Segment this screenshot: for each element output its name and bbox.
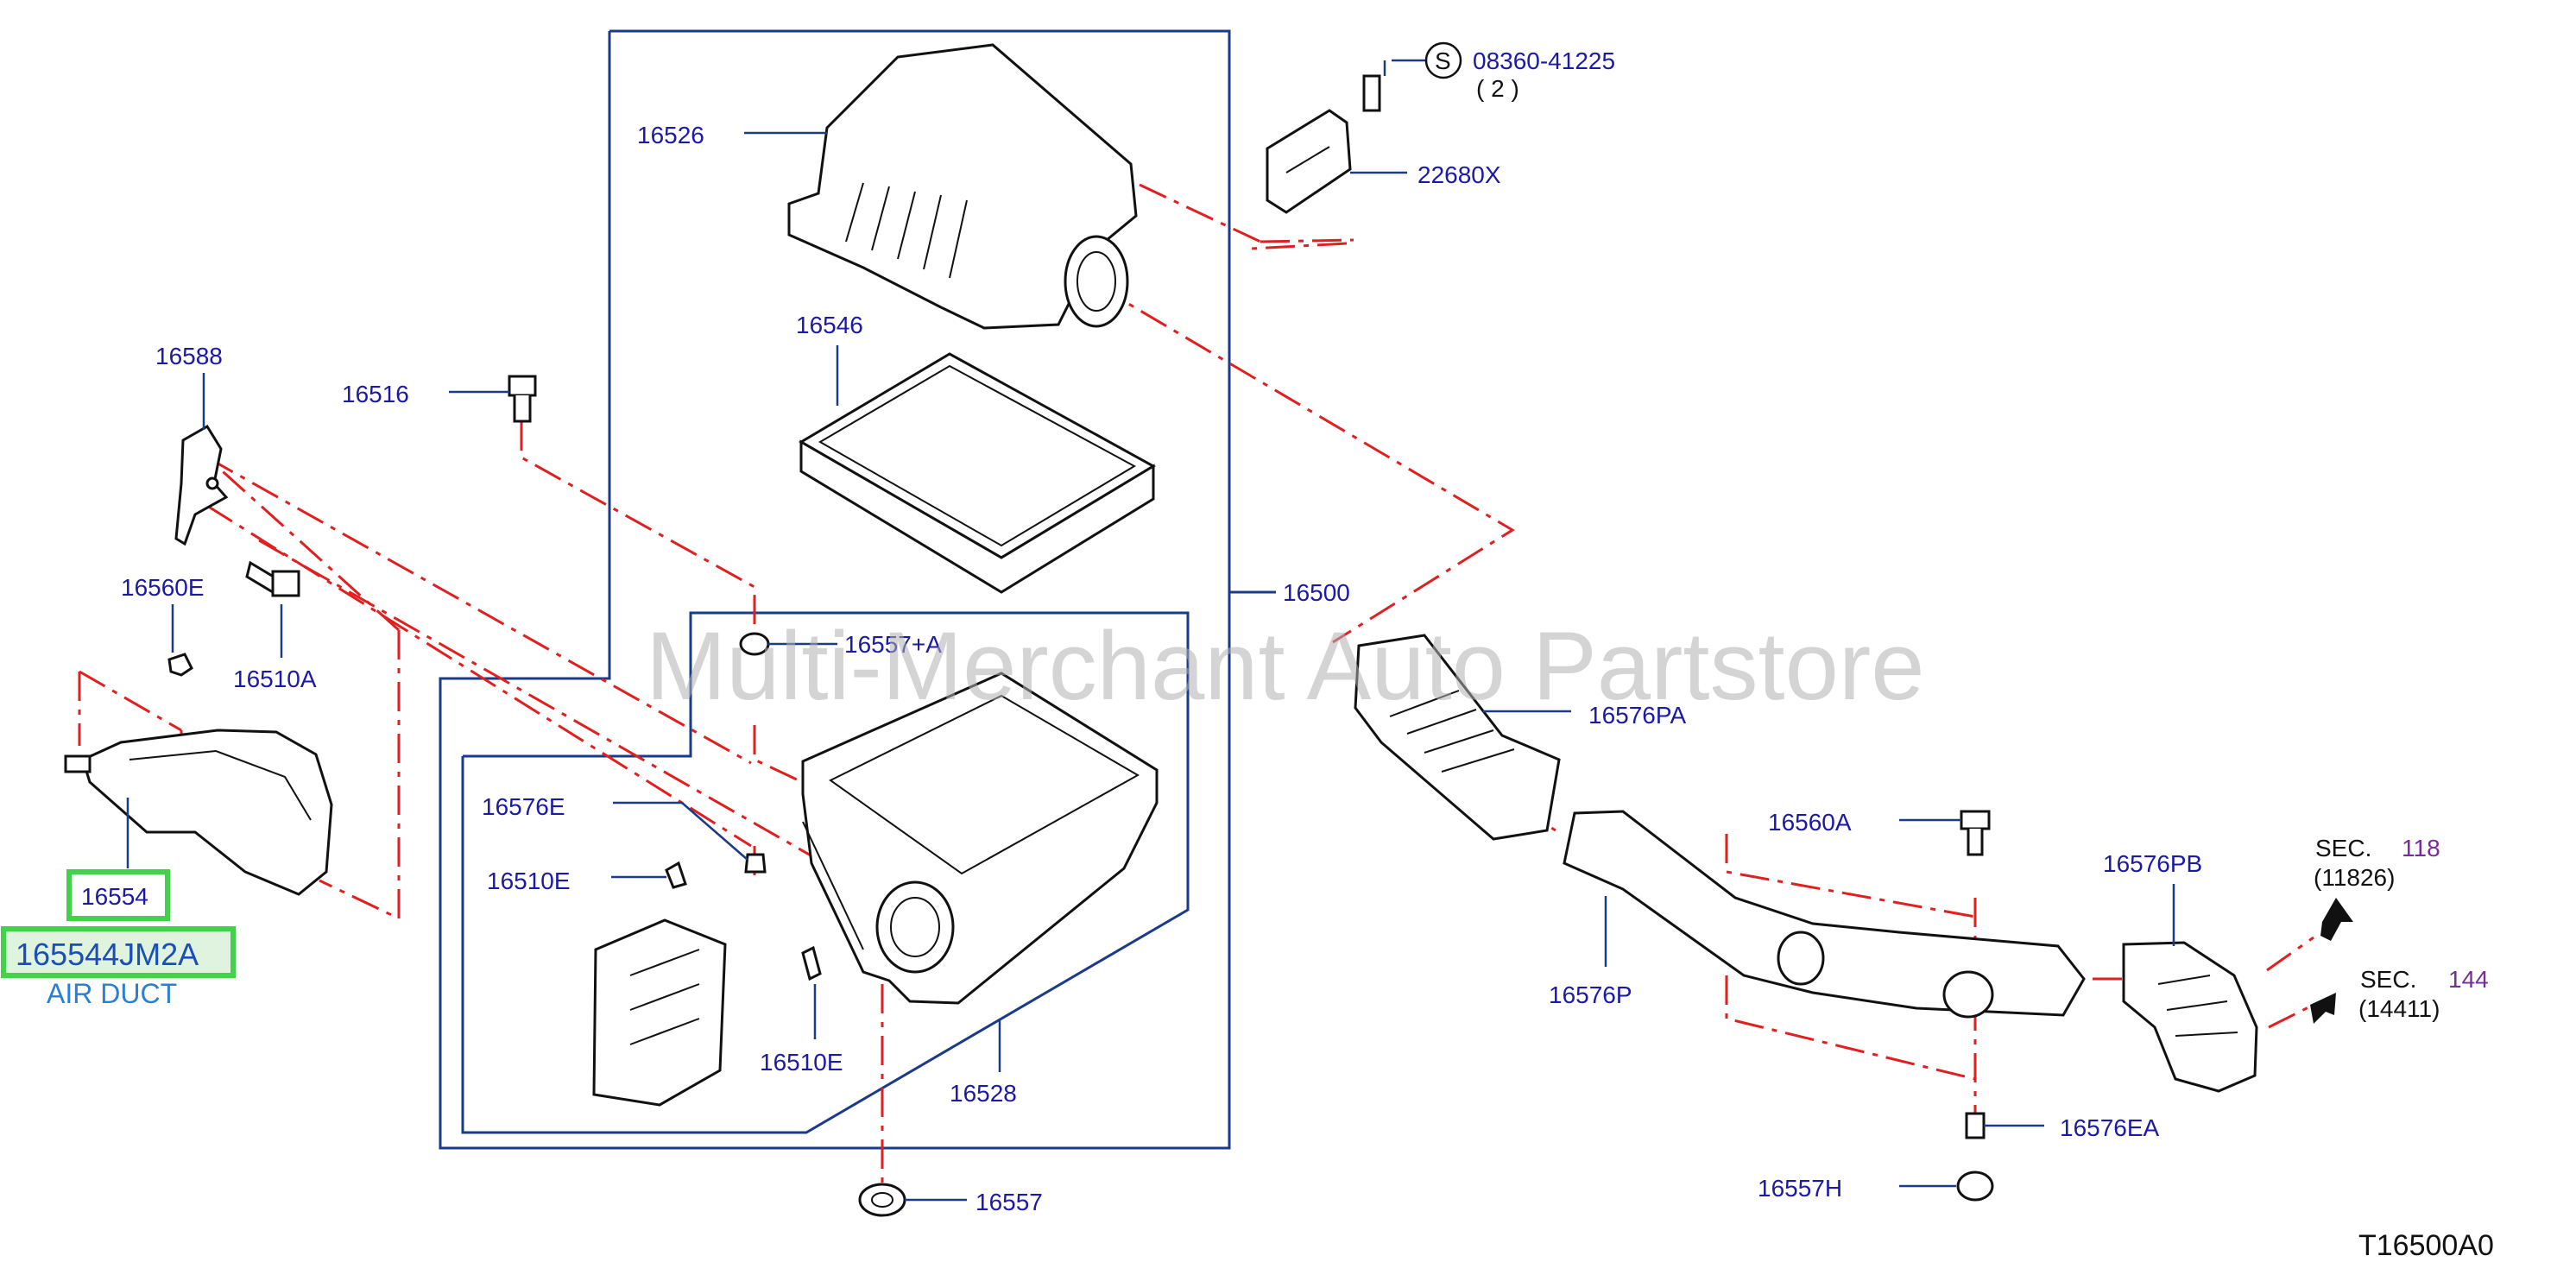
leader-lines <box>126 59 2175 1202</box>
callout-16576E: 16576E <box>482 793 565 820</box>
clip-16560E <box>167 653 193 677</box>
callout-16516: 16516 <box>342 381 409 407</box>
sec-ref-118-number[interactable]: 118 <box>2402 835 2440 861</box>
highlight-box-catalog-number <box>1 926 236 978</box>
arrow-sec-118 <box>2320 898 2353 941</box>
sec-ref-118[interactable]: SEC. 118 (11826) <box>2314 835 2440 891</box>
callout-16560A: 16560A <box>1768 809 1852 836</box>
clip-16510E-lower <box>801 945 822 981</box>
fitting-16576EA <box>1965 1112 1986 1139</box>
inlet-hose-16576PA <box>1354 634 1561 841</box>
bolt-16510A <box>245 560 300 597</box>
bolt-16516 <box>508 375 537 423</box>
bolt-16560A <box>1960 810 1991 856</box>
arrow-sec-144 <box>2310 993 2336 1024</box>
assembly-frame-16500 <box>439 29 1276 1150</box>
sec-ref-118-sub: (11826) <box>2314 864 2395 891</box>
bolt-marker-s: S <box>1424 41 1462 79</box>
callout-16510E-lower: 16510E <box>760 1049 843 1076</box>
sec-ref-144[interactable]: SEC. 144 (14411) <box>2358 966 2489 1022</box>
callout-16557: 16557 <box>975 1189 1043 1215</box>
grommet-16557H <box>1956 1171 1994 1202</box>
callout-16576P: 16576P <box>1549 981 1632 1008</box>
sec-ref-144-label: SEC. <box>2360 966 2416 993</box>
inlet-tube-16576P <box>1563 810 2086 1019</box>
callout-16500: 16500 <box>1283 579 1350 606</box>
highlight-catalog-number[interactable]: 165544JM2A <box>16 937 199 972</box>
callout-16526: 16526 <box>637 122 704 148</box>
clip-16576E <box>744 853 767 874</box>
callout-16528: 16528 <box>950 1080 1017 1107</box>
callout-08360-41225: 08360-41225 <box>1473 47 1615 74</box>
air-filter-element <box>799 352 1157 594</box>
callout-16560E: 16560E <box>121 574 205 601</box>
callout-16576PB: 16576PB <box>2103 850 2202 877</box>
callout-16588: 16588 <box>155 343 223 369</box>
diagram-code: T16500A0 <box>2358 1229 2494 1262</box>
air-duct-16554 <box>64 729 333 896</box>
highlight-part-16554[interactable]: 16554 165544JM2A AIR DUCT <box>1 869 236 1009</box>
assembly-frame-16528 <box>461 611 1190 1134</box>
upper-air-cleaner-case <box>787 43 1138 330</box>
callout-16557A: 16557+A <box>844 631 942 658</box>
callout-16557H: 16557H <box>1758 1175 1842 1202</box>
bolt-marker-letter: S <box>1435 47 1451 74</box>
callout-16546: 16546 <box>796 312 863 338</box>
grommet-16557 <box>858 1183 906 1217</box>
inner-insert <box>592 918 727 1107</box>
watermark: Multi-Merchant Auto Partstore <box>646 612 1924 720</box>
callout-22680X: 22680X <box>1417 161 1501 188</box>
callout-08360-qty: ( 2 ) <box>1476 75 1519 102</box>
callout-16576EA: 16576EA <box>2060 1114 2160 1141</box>
elbow-hose-16576PB <box>2122 941 2258 1093</box>
highlight-box-part-number <box>66 869 170 921</box>
callout-16510E-upper: 16510E <box>487 868 571 894</box>
highlight-description: AIR DUCT <box>47 978 177 1009</box>
sec-ref-118-label: SEC. <box>2315 835 2371 861</box>
sec-ref-144-sub: (14411) <box>2358 995 2440 1022</box>
sec-ref-144-number[interactable]: 144 <box>2448 966 2489 993</box>
mass-air-flow-sensor <box>1266 74 1381 214</box>
callout-16576PA: 16576PA <box>1588 702 1686 729</box>
clip-16510E-upper <box>665 861 687 889</box>
lower-air-cleaner-case <box>801 672 1159 1005</box>
callout-16510A: 16510A <box>233 666 317 692</box>
bracket-16588 <box>174 424 229 546</box>
highlight-part-number[interactable]: 16554 <box>81 883 148 910</box>
